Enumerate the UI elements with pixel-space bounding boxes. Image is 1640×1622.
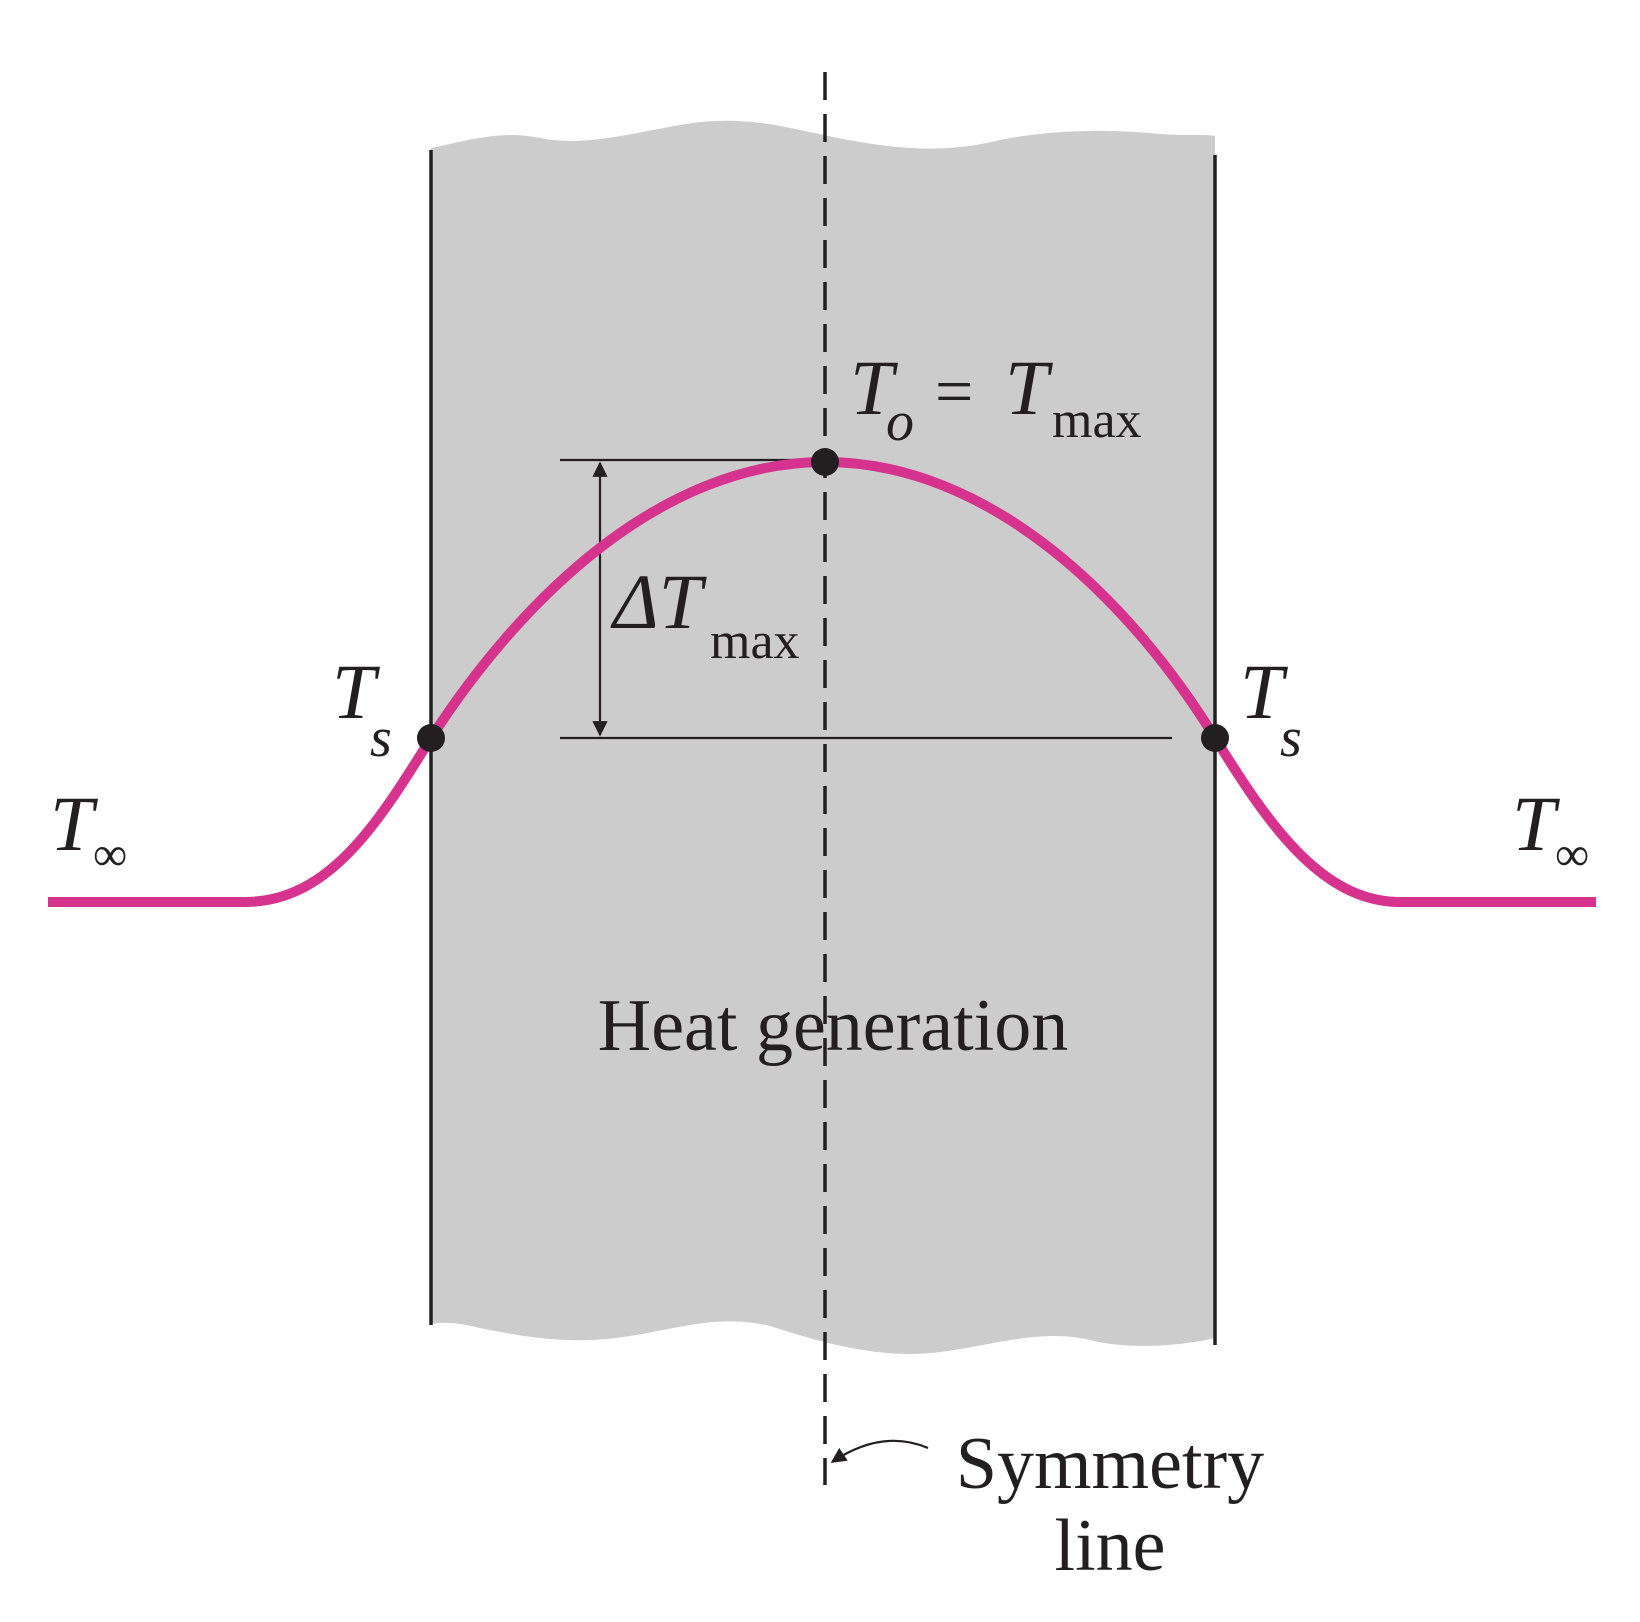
ts-left-label: T s — [332, 648, 392, 769]
ts-left-label-main: T — [332, 648, 380, 735]
symmetry-label-line1: Symmetry — [956, 1423, 1264, 1505]
tinf-right-label-main: T — [1512, 780, 1560, 867]
ts-right-label-main: T — [1240, 648, 1288, 735]
ts-right-label: T s — [1240, 648, 1302, 769]
delta-tmax-label: ΔT max — [610, 558, 800, 670]
tmax-label-sub-o: o — [886, 391, 914, 453]
tmax-label-equals: = — [935, 353, 973, 429]
symmetry-pointer-arrow — [830, 1439, 929, 1463]
tinf-right-label-sub: ∞ — [1555, 828, 1589, 881]
tmax-point — [811, 448, 839, 476]
tinf-left-label: T ∞ — [50, 780, 127, 881]
ts-right-point — [1201, 724, 1229, 752]
delta-tmax-label-main: ΔT — [610, 558, 707, 645]
tmax-label: T o = T max — [850, 344, 1142, 453]
tmax-label-T2: T — [1005, 344, 1053, 431]
ts-right-label-sub: s — [1280, 707, 1302, 769]
tinf-left-label-main: T — [50, 780, 98, 867]
ts-left-label-sub: s — [370, 707, 392, 769]
ts-left-point — [417, 724, 445, 752]
tinf-left-label-sub: ∞ — [93, 828, 127, 881]
symmetry-label-line2: line — [1055, 1505, 1166, 1587]
heat-generation-label: Heat generation — [598, 985, 1069, 1067]
tmax-label-T: T — [850, 344, 898, 431]
tmax-label-sub-max: max — [1052, 392, 1142, 449]
delta-tmax-label-sub: max — [710, 613, 800, 670]
tinf-right-label: T ∞ — [1512, 780, 1589, 881]
